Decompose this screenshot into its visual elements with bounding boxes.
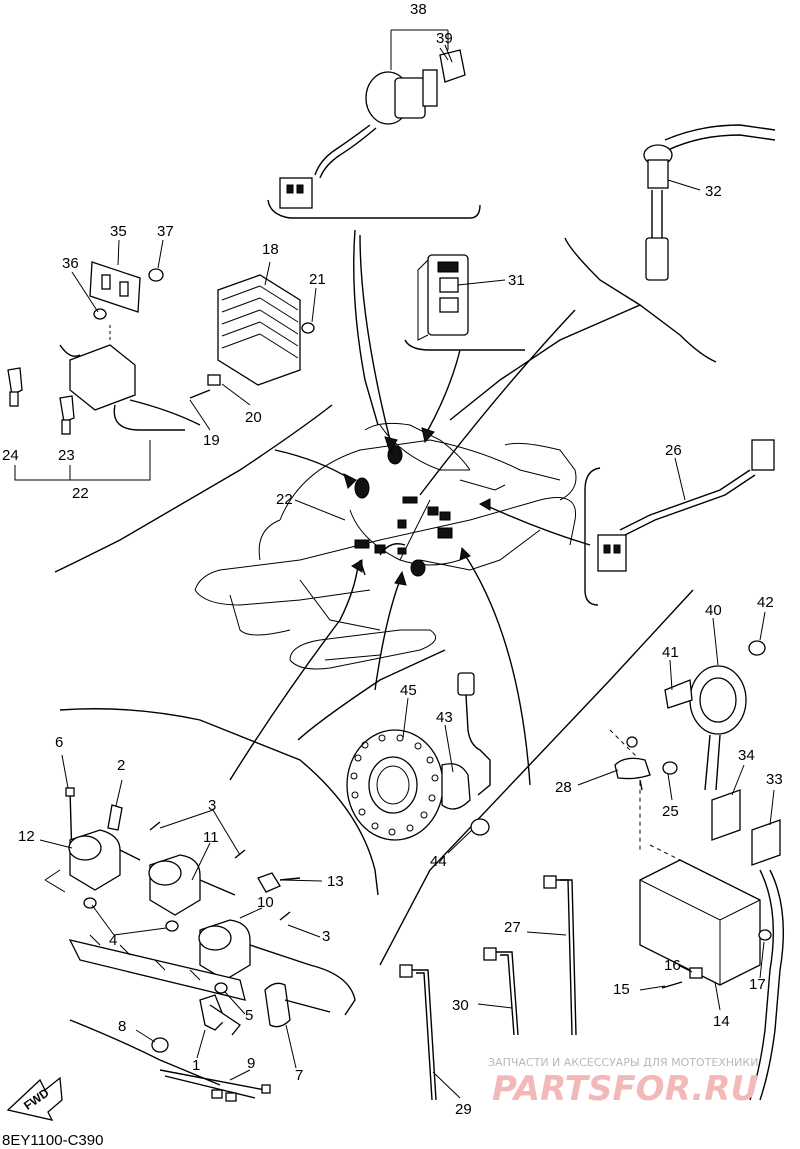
callout-11: 11 — [203, 829, 219, 846]
callout-27: 27 — [504, 919, 521, 936]
fuse-box-22 — [7, 344, 201, 481]
callout-33: 33 — [766, 771, 783, 788]
callout-3b: 3 — [322, 928, 330, 945]
callout-35: 35 — [110, 223, 127, 240]
snowmobile-outline — [194, 422, 577, 670]
connectors-33-34 — [711, 789, 781, 866]
callout-36: 36 — [62, 255, 79, 272]
callout-28: 28 — [555, 779, 572, 796]
ignition-coil-assembly — [44, 787, 356, 1102]
callout-16: 16 — [664, 957, 681, 974]
watermark: ЗАПЧАСТИ И АКСЕССУАРЫ ДЛЯ МОТОТЕХНИКИ PA… — [488, 1056, 758, 1109]
clamp-28 — [614, 736, 678, 791]
callout-2: 2 — [117, 757, 125, 774]
callout-8: 8 — [118, 1018, 126, 1035]
fwd-arrow-icon: FWD — [6, 1076, 63, 1121]
callout-5: 5 — [245, 1007, 253, 1024]
callout-31: 31 — [508, 272, 525, 289]
callout-14: 14 — [713, 1013, 730, 1030]
callout-10: 10 — [257, 894, 274, 911]
callout-22a: 22 — [72, 485, 89, 502]
connector-31 — [417, 254, 469, 341]
main-switch-assembly — [279, 29, 466, 209]
sensor-40 — [664, 640, 766, 791]
callout-38: 38 — [410, 1, 427, 18]
cdi-unit-14 — [609, 729, 785, 1101]
callout-13: 13 — [327, 873, 344, 890]
callout-40: 40 — [705, 602, 722, 619]
callout-44: 44 — [430, 853, 447, 870]
callout-9: 9 — [247, 1055, 255, 1072]
leader-arrows — [229, 234, 591, 786]
watermark-logo: PARTSFOR.RU — [492, 1069, 758, 1109]
callout-1: 1 — [192, 1057, 200, 1074]
pickup-coil-assembly — [346, 672, 491, 841]
callout-19: 19 — [203, 432, 220, 449]
callout-4: 4 — [109, 932, 117, 949]
callout-34: 34 — [738, 747, 755, 764]
callout-7: 7 — [295, 1067, 303, 1084]
callout-21: 21 — [309, 271, 326, 288]
callout-45: 45 — [400, 682, 417, 699]
callout-37: 37 — [157, 223, 174, 240]
rectifier-regulator-18 — [189, 274, 315, 399]
callout-17: 17 — [749, 976, 766, 993]
callout-18: 18 — [262, 241, 279, 258]
callout-3a: 3 — [208, 797, 216, 814]
bracket-35 — [89, 261, 164, 340]
callout-26: 26 — [665, 442, 682, 459]
harness-26 — [597, 439, 775, 572]
watermark-top-text: ЗАПЧАСТИ И АКСЕССУАРЫ ДЛЯ МОТОТЕХНИКИ — [488, 1056, 758, 1069]
callout-39: 39 — [436, 30, 453, 47]
callout-6: 6 — [55, 734, 63, 751]
cable-ties — [399, 875, 577, 1101]
callout-30: 30 — [452, 997, 469, 1014]
callout-24: 24 — [2, 447, 19, 464]
callout-23: 23 — [58, 447, 75, 464]
diagram-code: 8EY1100-C390 — [2, 1132, 103, 1149]
callout-12: 12 — [18, 828, 35, 845]
section-dividers — [54, 199, 717, 966]
switch-32 — [643, 124, 776, 281]
callout-15: 15 — [613, 981, 630, 998]
callout-leaders — [39, 47, 775, 1099]
callout-42: 42 — [757, 594, 774, 611]
callout-22b: 22 — [276, 491, 293, 508]
callout-labels: 38 39 32 31 35 37 36 18 21 20 19 24 23 2… — [2, 1, 783, 1118]
callout-25: 25 — [662, 803, 679, 820]
callout-41: 41 — [662, 644, 679, 661]
callout-20: 20 — [245, 409, 262, 426]
callout-32: 32 — [705, 183, 722, 200]
callout-29: 29 — [455, 1101, 472, 1118]
callout-43: 43 — [436, 709, 453, 726]
